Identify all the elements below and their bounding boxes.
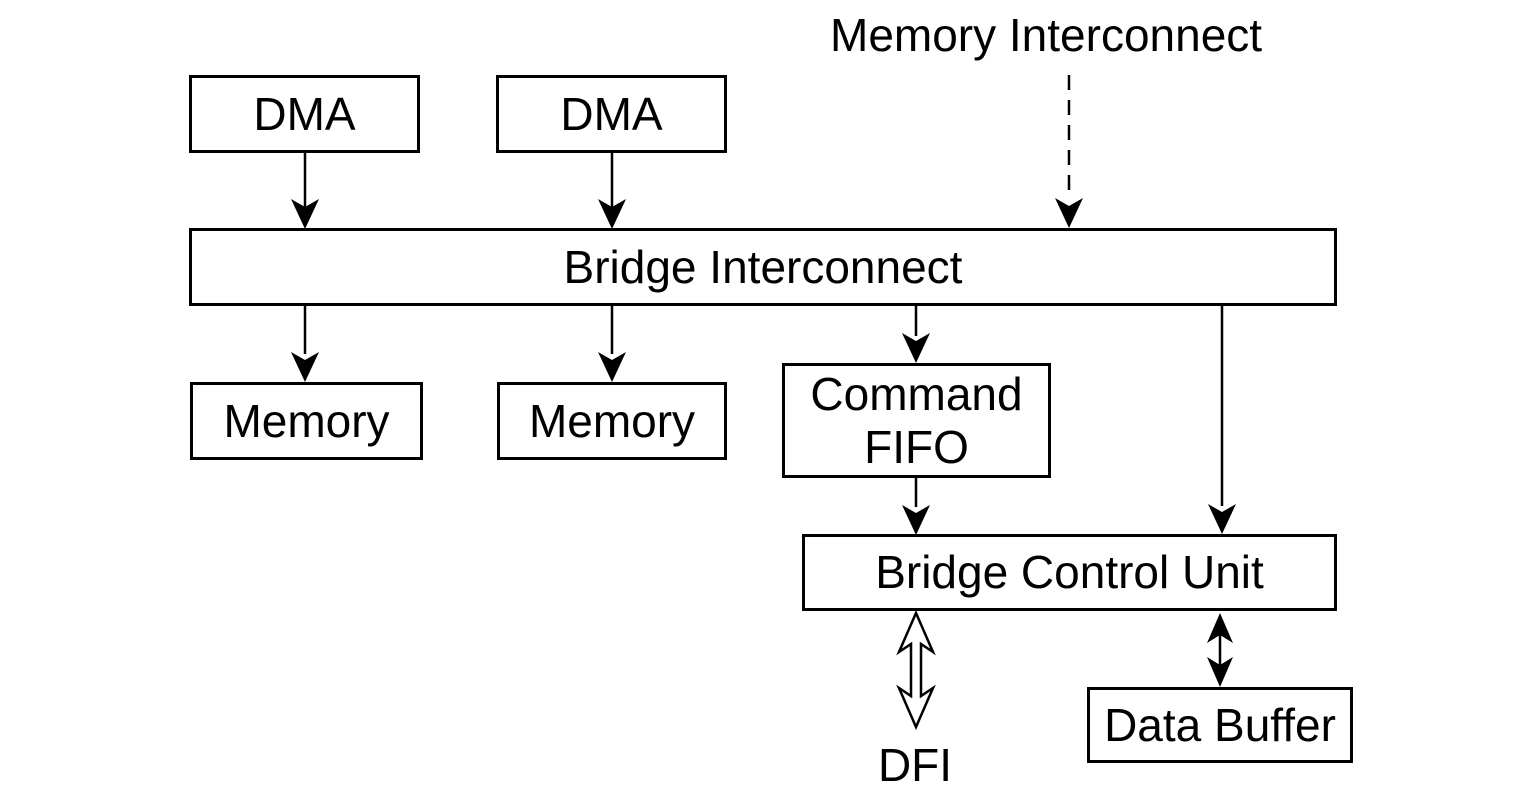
- data-buffer-box: Data Buffer: [1087, 687, 1353, 763]
- dfi-label: DFI: [877, 739, 953, 791]
- edge-memory-interconnect-to-bridge-interconnect: [1055, 75, 1083, 228]
- edge-bridge-interconnect-to-command-fifo: [902, 306, 930, 363]
- edge-bridge-interconnect-to-memory2: [598, 306, 626, 382]
- bridge-control-unit-label: Bridge Control Unit: [875, 546, 1264, 599]
- edge-dma2-to-bridge-interconnect: [598, 153, 626, 229]
- memory-2-label: Memory: [528, 394, 696, 447]
- edge-dma1-to-bridge-interconnect: [291, 153, 319, 229]
- edge-bridge-interconnect-to-memory1: [291, 306, 319, 382]
- memory-1-label: Memory: [223, 394, 390, 447]
- edge-bridge-control-unit-to-data-buffer: [1207, 613, 1233, 687]
- bridge-interconnect-label: Bridge Interconnect: [563, 240, 963, 293]
- memory-1-box: Memory: [190, 382, 423, 460]
- edge-bridge-control-unit-to-dfi: [896, 609, 936, 731]
- edge-bridge-interconnect-to-bridge-control-unit: [1208, 306, 1236, 534]
- command-fifo-box: Command FIFO: [782, 363, 1051, 478]
- command-fifo-label: Command FIFO: [810, 367, 1023, 473]
- dma-2-box: DMA: [496, 75, 727, 153]
- dma-1-label: DMA: [253, 87, 356, 140]
- edge-command-fifo-to-bridge-control-unit: [902, 478, 930, 535]
- dma-1-box: DMA: [189, 75, 420, 153]
- dma-2-label: DMA: [560, 87, 663, 140]
- bridge-control-unit-box: Bridge Control Unit: [802, 534, 1337, 611]
- memory-interconnect-label: Memory Interconnect: [830, 9, 1263, 61]
- bridge-interconnect-box: Bridge Interconnect: [189, 228, 1337, 306]
- memory-2-box: Memory: [497, 382, 727, 460]
- data-buffer-label: Data Buffer: [1104, 698, 1336, 751]
